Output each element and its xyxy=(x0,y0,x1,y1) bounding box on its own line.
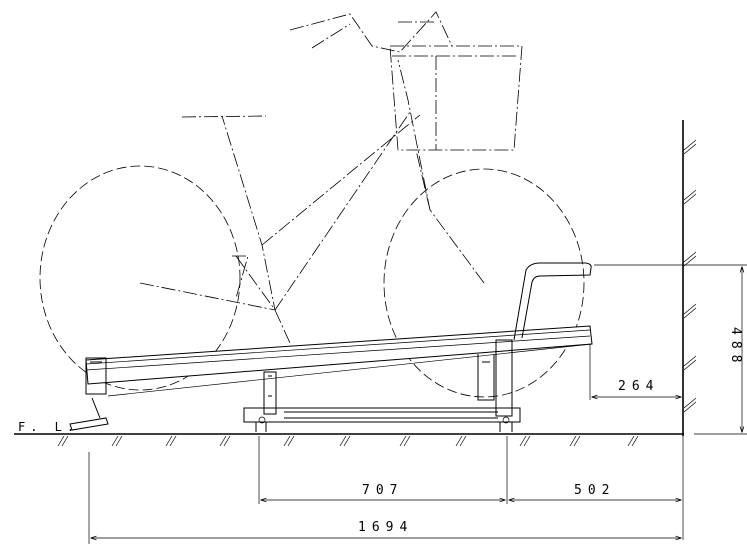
dimension-total-value: 1694 xyxy=(358,520,413,535)
front-wheel xyxy=(383,168,585,398)
dimension-base: 707 502 xyxy=(258,436,684,540)
dimension-wall-span-value: 502 xyxy=(574,483,615,498)
handlebar xyxy=(289,11,453,53)
dimension-height-value: 488 xyxy=(728,327,743,368)
floor-hatching xyxy=(57,435,639,447)
bicycle-rack xyxy=(69,262,593,432)
rack-base xyxy=(243,407,521,432)
wall xyxy=(682,120,697,436)
bicycle-frame xyxy=(139,59,485,366)
rack-front-stop xyxy=(69,357,109,431)
dimension-wall-offset-value: 264 xyxy=(618,379,659,394)
dimension-base-span-value: 707 xyxy=(362,483,403,498)
dimension-total: 1694 xyxy=(88,452,681,544)
wall-hatching xyxy=(683,139,697,413)
rack-handle xyxy=(513,262,592,341)
floor-level-label: F. L. xyxy=(18,420,79,434)
rear-wheel xyxy=(39,165,241,391)
dimension-wall-offset: 264 xyxy=(589,344,681,400)
rack-support-rear xyxy=(263,371,277,415)
dimension-height: 488 xyxy=(594,264,747,435)
bicycle-outline xyxy=(39,11,585,398)
floor: F. L. xyxy=(14,420,684,447)
front-basket xyxy=(389,45,523,151)
rack-support-front xyxy=(477,339,513,417)
